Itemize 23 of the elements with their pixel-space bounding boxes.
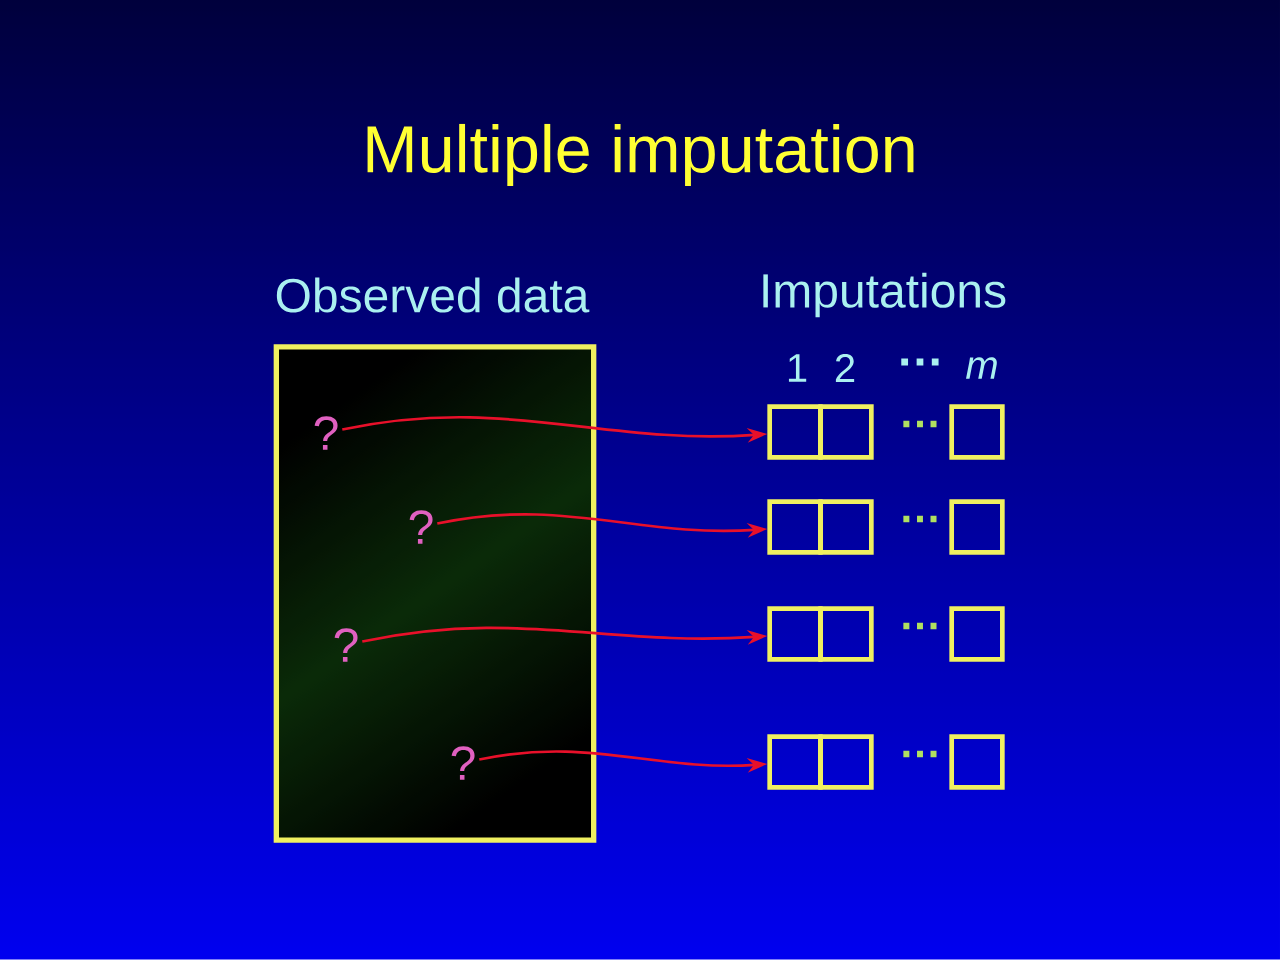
ellipsis: … — [903, 515, 937, 523]
empty-box — [949, 606, 1005, 662]
empty-box — [818, 499, 874, 555]
ellipsis: … — [903, 622, 937, 630]
column-heading: Imputations — [763, 272, 1006, 318]
empty-box — [949, 499, 1005, 555]
question-mark: ? — [451, 746, 475, 780]
column-number: 1 — [788, 354, 807, 382]
empty-box — [818, 404, 874, 460]
title: Multiple imputation — [367, 123, 914, 187]
column-number: 2 — [835, 354, 855, 382]
column-heading: Observed data — [276, 277, 590, 313]
ellipsis: … — [903, 420, 937, 428]
question-mark: ? — [314, 416, 338, 450]
empty-box — [949, 734, 1005, 790]
ellipsis: … — [901, 358, 939, 366]
empty-box — [818, 606, 874, 662]
empty-box — [949, 404, 1005, 460]
column-number: m — [966, 357, 997, 379]
question-mark: ? — [409, 510, 433, 544]
empty-box — [818, 734, 874, 790]
question-mark: ? — [334, 628, 358, 662]
ellipsis: … — [903, 750, 937, 758]
